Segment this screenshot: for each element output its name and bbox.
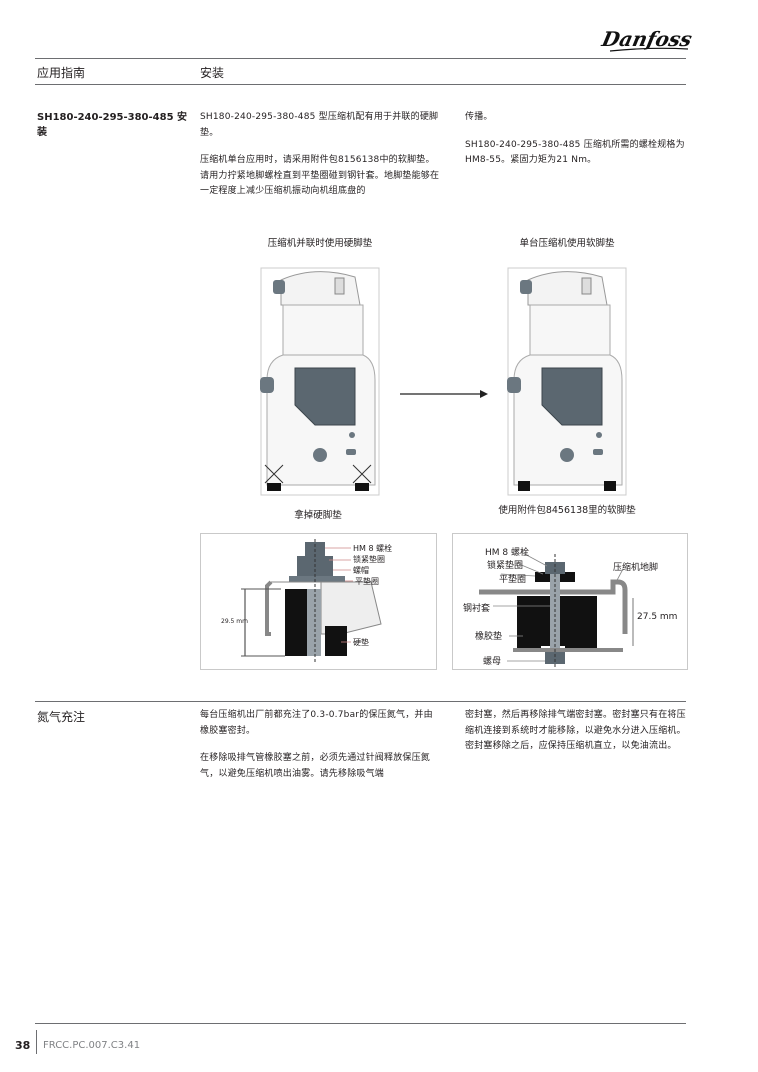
doc-code: FRCC.PC.007.C3.41: [43, 1040, 141, 1051]
footer-divider: [36, 1030, 37, 1054]
guide-label: 应用指南: [37, 66, 86, 80]
left-figure-note: 拿掉硬脚垫: [294, 510, 342, 521]
arrow-right-icon: [400, 390, 488, 398]
install-para: SH180-240-295-380-485 压缩机所需的螺栓规格为HM8-55。…: [465, 139, 685, 166]
section-label: 安装: [200, 66, 225, 80]
label-height: 27.5 mm: [637, 612, 678, 622]
label-height: 29.5 mm: [221, 618, 248, 625]
footer-rule: [35, 1023, 686, 1024]
nitrogen-col1: 每台压缩机出厂前都充注了0.3-0.7bar的保压氮气，并由橡胶塞密封。 在移除…: [200, 708, 440, 794]
section-rule: [35, 701, 686, 702]
label-flat-washer: 平垫圈: [355, 577, 379, 586]
hard-pad-diagram: [241, 539, 382, 664]
label-hard-pad: 硬垫: [353, 638, 369, 647]
compressor-soft-pads-illustration: [507, 267, 627, 496]
label-bolt: HM 8 螺栓: [353, 544, 393, 553]
label-steel-sleeve: 钢衬套: [463, 604, 491, 614]
install-title: SH180-240-295-380-485 安装: [37, 112, 188, 138]
compressor-hard-pads-illustration: [260, 267, 380, 496]
label-compressor-foot: 压缩机地脚: [613, 563, 659, 573]
nitrogen-para: 每台压缩机出厂前都充注了0.3-0.7bar的保压氮气，并由橡胶塞密封。: [200, 710, 433, 736]
nitrogen-para: 密封塞，然后再移除排气端密封塞。密封塞只有在将压缩机连接到系统时才能移除，以避免…: [465, 710, 686, 751]
soft-pad-diagram: [479, 551, 634, 669]
label-flat-washer: 平垫圈: [499, 575, 527, 585]
label-rubber-pad: 橡胶垫: [475, 632, 503, 642]
label-bolt: HM 8 螺栓: [485, 548, 529, 558]
hard-pad-detail: HM 8 螺栓 锁紧垫圈 螺帽 平垫圈 29.5 mm 硬垫: [200, 533, 437, 670]
page-number: 38: [15, 1039, 31, 1052]
header-bottom-rule: [35, 84, 686, 85]
svg-text:Danfoss: Danfoss: [600, 27, 692, 51]
label-lock-washer: 锁紧垫圈: [353, 555, 385, 564]
right-figure-note: 使用附件包8456138里的软脚垫: [498, 505, 636, 516]
header-top-rule: [35, 58, 686, 59]
install-col1: SH180-240-295-380-485 型压缩机配有用于并联的硬脚垫。 压缩…: [200, 110, 440, 212]
left-figure-caption: 压缩机并联时使用硬脚垫: [267, 238, 373, 249]
right-figure-caption: 单台压缩机使用软脚垫: [519, 238, 615, 249]
install-para: SH180-240-295-380-485 型压缩机配有用于并联的硬脚垫。: [200, 112, 439, 138]
danfoss-logo: Danfoss: [600, 27, 692, 52]
soft-pad-detail: HM 8 螺栓 锁紧垫圈 平垫圈 压缩机地脚 钢衬套 橡胶垫 螺母 27.5 m…: [452, 533, 688, 670]
install-para: 压缩机单台应用时，请采用附件包8156138中的软脚垫。请用力拧紧地脚螺栓直到平…: [200, 155, 440, 196]
label-nut: 螺母: [483, 657, 502, 667]
nitrogen-para: 在移除吸排气管橡胶塞之前，必须先通过针阀释放保压氮气，以避免压缩机喷出油雾。请先…: [200, 753, 431, 779]
label-lock-washer: 锁紧垫圈: [487, 561, 524, 571]
nitrogen-col2: 密封塞，然后再移除排气端密封塞。密封塞只有在将压缩机连接到系统时才能移除，以避免…: [465, 708, 693, 767]
install-col2: 传播。 SH180-240-295-380-485 压缩机所需的螺栓规格为HM8…: [465, 110, 693, 181]
install-para: 传播。: [465, 112, 493, 122]
label-nut: 螺帽: [353, 566, 369, 575]
nitrogen-title: 氮气充注: [37, 710, 86, 724]
